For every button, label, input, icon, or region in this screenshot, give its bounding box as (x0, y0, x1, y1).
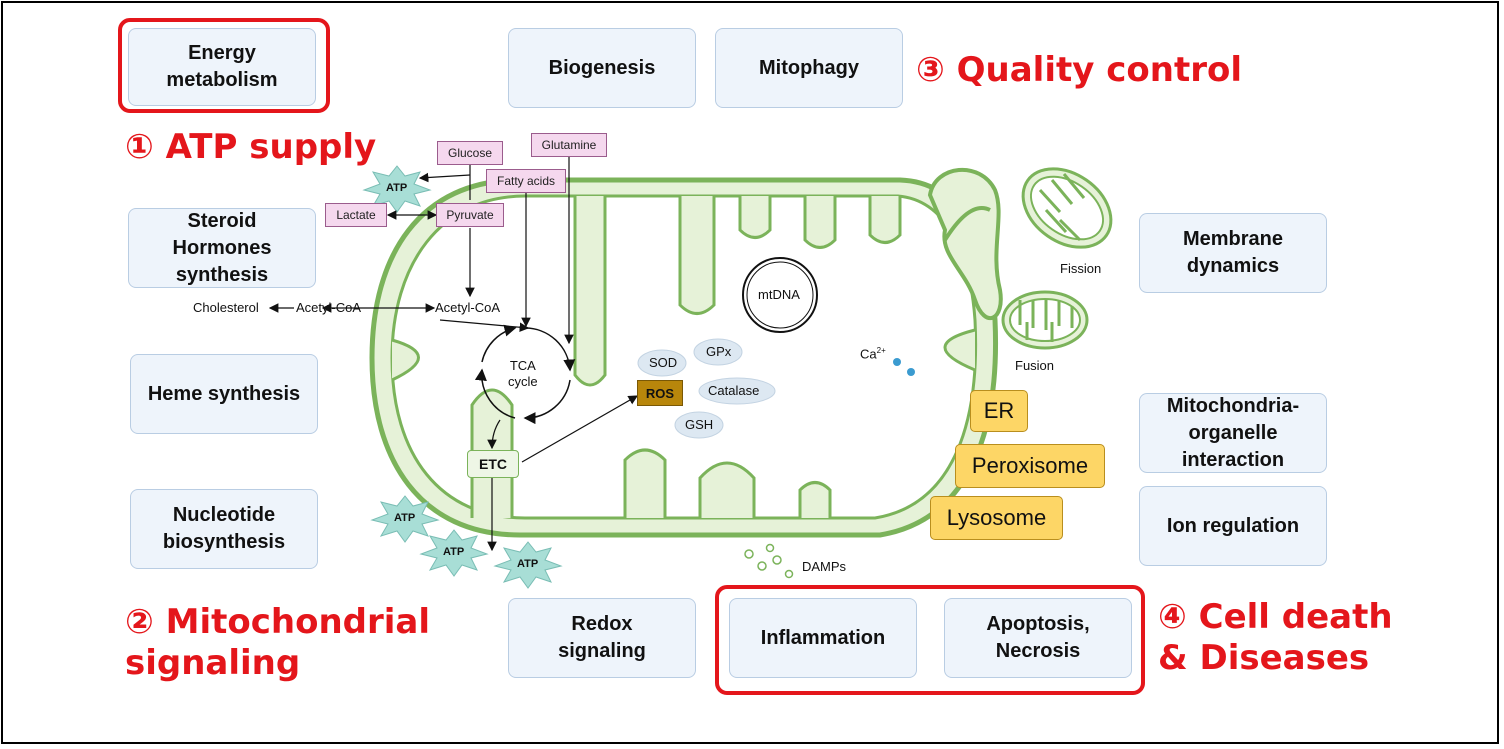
redox-signaling-box[interactable]: Redox signaling (508, 598, 696, 678)
atp-label-1: ATP (394, 512, 416, 524)
er-box[interactable]: ER (970, 390, 1028, 432)
mitochondrial-signaling-heading: ② Mitochondrial signaling (125, 602, 431, 683)
cholesterol-label: Cholesterol (193, 300, 259, 315)
crista-left (391, 338, 420, 382)
glucose-label: Glucose (437, 141, 503, 165)
acetyl-coa-left-label: Acetyl-CoA (296, 300, 362, 315)
quality-control-heading: ③ Quality control (916, 50, 1242, 90)
apoptosis-necrosis-box[interactable]: Apoptosis, Necrosis (944, 598, 1132, 678)
gsh-label: GSH (685, 417, 714, 432)
atp-starbursts (362, 165, 563, 589)
mtdna-ring (742, 257, 818, 333)
cristae-top (573, 196, 902, 387)
biogenesis-box[interactable]: Biogenesis (508, 28, 696, 108)
membrane-dynamics-box[interactable]: Membrane dynamics (1139, 213, 1327, 293)
etc-label: ETC (467, 450, 519, 478)
sod-label: SOD (649, 355, 678, 370)
atp-supply-heading: ① ATP supply (125, 127, 377, 167)
mtdna-label: mtDNA (758, 287, 800, 302)
energy-metabolism-highlight (118, 18, 330, 113)
calcium-label: Ca2+ (860, 346, 886, 361)
ros-label: ROS (637, 380, 683, 406)
ca-dot (907, 368, 915, 376)
crista-right (943, 328, 976, 372)
cell-death-highlight (715, 585, 1145, 695)
mitophagy-box[interactable]: Mitophagy (715, 28, 903, 108)
tca-cycle-label: TCA cycle (508, 358, 538, 390)
antioxidant-ellipses (637, 338, 776, 439)
organelle-interaction-box[interactable]: Mitochondria- organelle interaction (1139, 393, 1327, 473)
atp-label-3: ATP (517, 558, 539, 570)
fission-mitochondrion (1021, 167, 1113, 249)
calcium-charge: 2+ (876, 346, 886, 355)
heme-synthesis-box[interactable]: Heme synthesis (130, 354, 318, 434)
atp-label-top: ATP (386, 182, 408, 194)
acetyl-coa-right-label: Acetyl-CoA (435, 300, 501, 315)
tca-cycle-arrows (474, 324, 576, 425)
damps-label: DAMPs (802, 559, 847, 574)
inflammation-box[interactable]: Inflammation (729, 598, 917, 678)
pyruvate-label: Pyruvate (436, 203, 504, 227)
calcium-symbol: Ca (860, 346, 877, 362)
lactate-label: Lactate (325, 203, 387, 227)
fusion-label: Fusion (1015, 358, 1055, 373)
nucleotide-biosynthesis-box[interactable]: Nucleotide biosynthesis (130, 489, 318, 569)
steroid-hormones-box[interactable]: Steroid Hormones synthesis (128, 208, 316, 288)
catalase-label: Catalase (708, 383, 760, 398)
gpx-label: GPx (706, 344, 732, 359)
cell-death-diseases-heading: ④ Cell death & Diseases (1158, 597, 1393, 678)
atp-label-2: ATP (443, 546, 465, 558)
fission-label: Fission (1060, 261, 1102, 276)
peroxisome-box[interactable]: Peroxisome (955, 444, 1105, 488)
fatty-acids-label: Fatty acids (486, 169, 566, 193)
glutamine-label: Glutamine (531, 133, 607, 157)
lysosome-box[interactable]: Lysosome (930, 496, 1063, 540)
ca-dot (893, 358, 901, 366)
pathway-arrows (268, 157, 639, 552)
ion-regulation-box[interactable]: Ion regulation (1139, 486, 1327, 566)
energy-metabolism-box[interactable]: Energy metabolism (128, 28, 316, 106)
fusion-mitochondrion (1001, 290, 1089, 350)
damps-dots (744, 543, 794, 579)
